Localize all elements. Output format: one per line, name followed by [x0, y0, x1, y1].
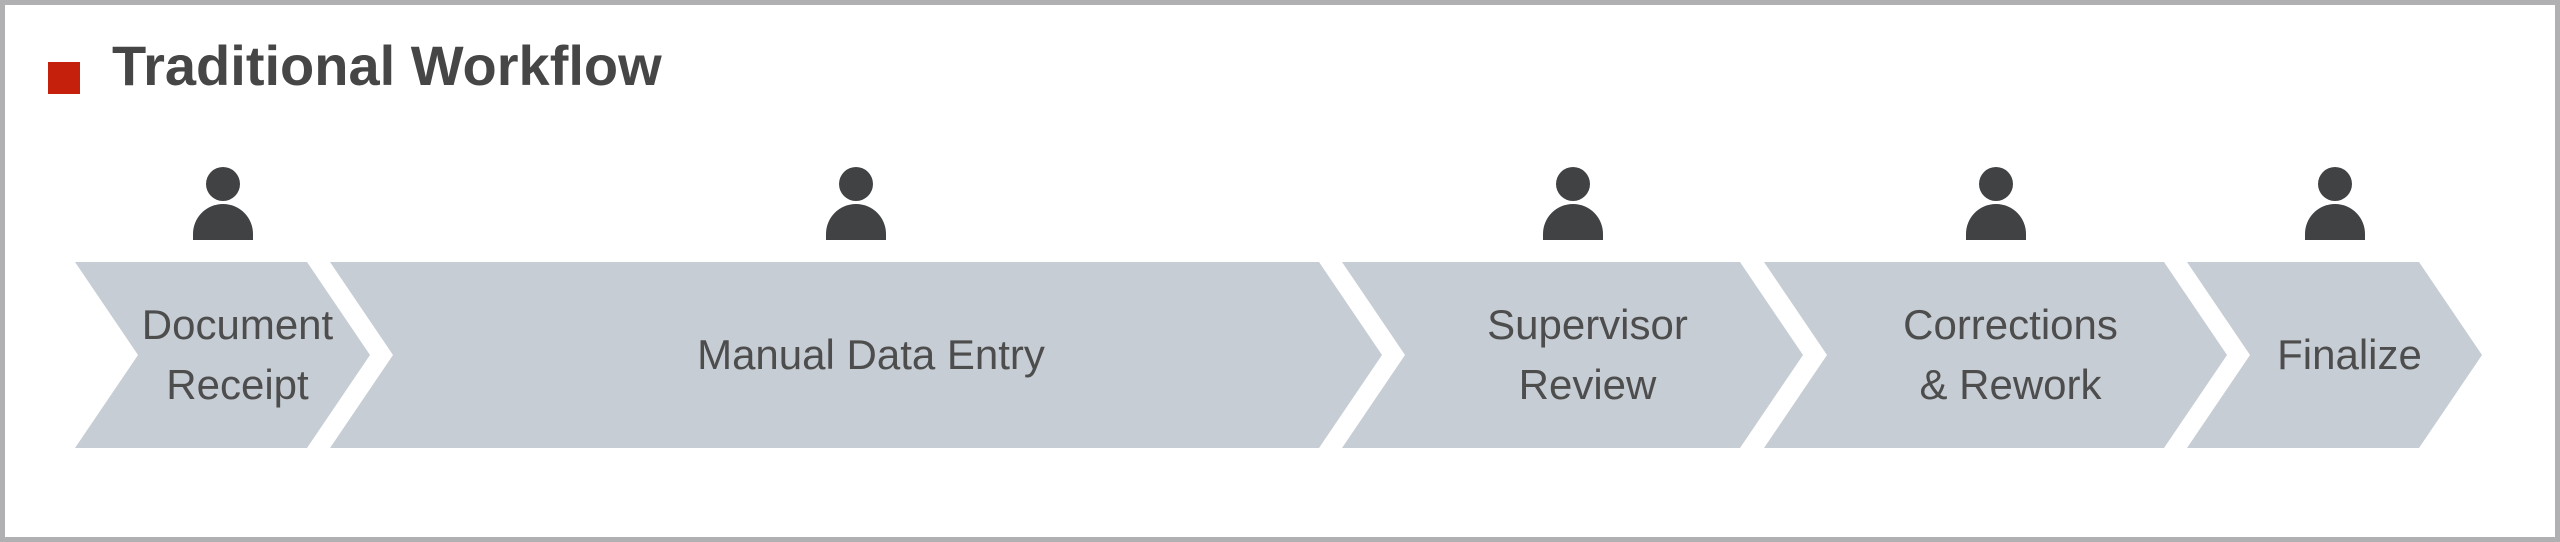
- person-head-icon: [839, 167, 873, 201]
- person-head-icon: [1555, 167, 1590, 201]
- step-label-line: Finalize: [2277, 331, 2422, 378]
- workflow-step-finalize: Finalize: [2187, 5, 2482, 537]
- person-icon: [330, 167, 1382, 240]
- chevron-shape: Finalize: [2187, 262, 2482, 448]
- person-body-icon: [192, 204, 253, 240]
- person-body-icon: [826, 204, 886, 240]
- page-title: Traditional Workflow: [112, 34, 662, 97]
- person-body-icon: [2304, 204, 2365, 240]
- title-bullet-icon: [48, 62, 80, 94]
- step-label: Finalize: [2247, 325, 2422, 385]
- person-body-icon: [1965, 204, 2026, 240]
- step-label-line: & Rework: [1919, 361, 2102, 408]
- step-label: Manual Data Entry: [667, 325, 1045, 385]
- step-label-line: Receipt: [166, 361, 309, 408]
- person-icon: [1342, 167, 1803, 240]
- person-head-icon: [205, 167, 240, 201]
- workflow-step-corrections-rework: Corrections & Rework: [1764, 5, 2227, 537]
- person-icon: [2187, 167, 2482, 240]
- step-label-line: Document: [141, 301, 334, 348]
- step-label-line: Supervisor: [1487, 301, 1688, 348]
- person-icon: [1764, 167, 2227, 240]
- person-head-icon: [1978, 167, 2013, 201]
- person-body-icon: [1542, 204, 1603, 240]
- person-icon: [75, 167, 370, 240]
- step-label: Corrections & Rework: [1873, 295, 2118, 415]
- person-head-icon: [2317, 167, 2352, 201]
- chevron-shape: Corrections & Rework: [1764, 262, 2227, 448]
- chevron-shape: Manual Data Entry: [330, 262, 1382, 448]
- step-label-line: Manual Data Entry: [697, 331, 1045, 378]
- workflow-step-manual-data-entry: Manual Data Entry: [330, 5, 1382, 537]
- step-label-line: Review: [1518, 361, 1657, 408]
- step-label-line: Corrections: [1903, 301, 2118, 348]
